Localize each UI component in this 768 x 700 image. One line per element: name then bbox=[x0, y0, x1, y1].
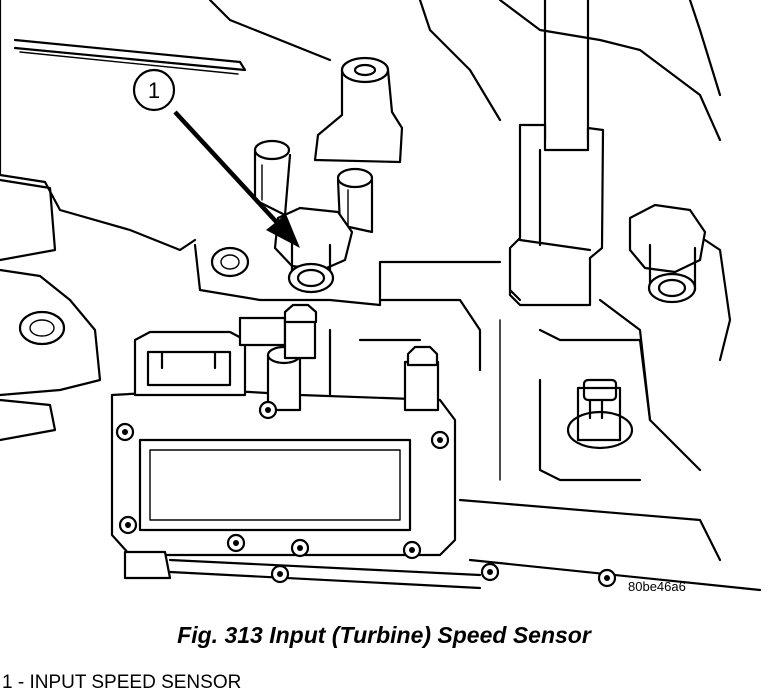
left-flange bbox=[0, 178, 250, 442]
callout-1: 1 bbox=[132, 68, 300, 248]
sensor-terminals bbox=[253, 139, 374, 234]
lower-rail bbox=[123, 550, 617, 590]
callout-arrowhead bbox=[266, 214, 300, 248]
vent-tube bbox=[313, 56, 404, 164]
figure-code: 80be46a6 bbox=[628, 579, 686, 594]
transmission-illustration: 1 bbox=[0, 0, 762, 592]
solenoid-assembly bbox=[110, 303, 457, 560]
pipe-bracket bbox=[508, 0, 605, 307]
figure-caption: Fig. 313 Input (Turbine) Speed Sensor bbox=[177, 622, 591, 648]
input-speed-sensor bbox=[273, 206, 354, 294]
right-connector bbox=[566, 378, 634, 450]
callout-number: 1 bbox=[148, 78, 160, 103]
upper-housing bbox=[0, 0, 722, 252]
right-bolt bbox=[628, 203, 732, 362]
legend-item: 1 - INPUT SPEED SENSOR bbox=[2, 672, 242, 693]
callout-arrow bbox=[173, 110, 284, 230]
